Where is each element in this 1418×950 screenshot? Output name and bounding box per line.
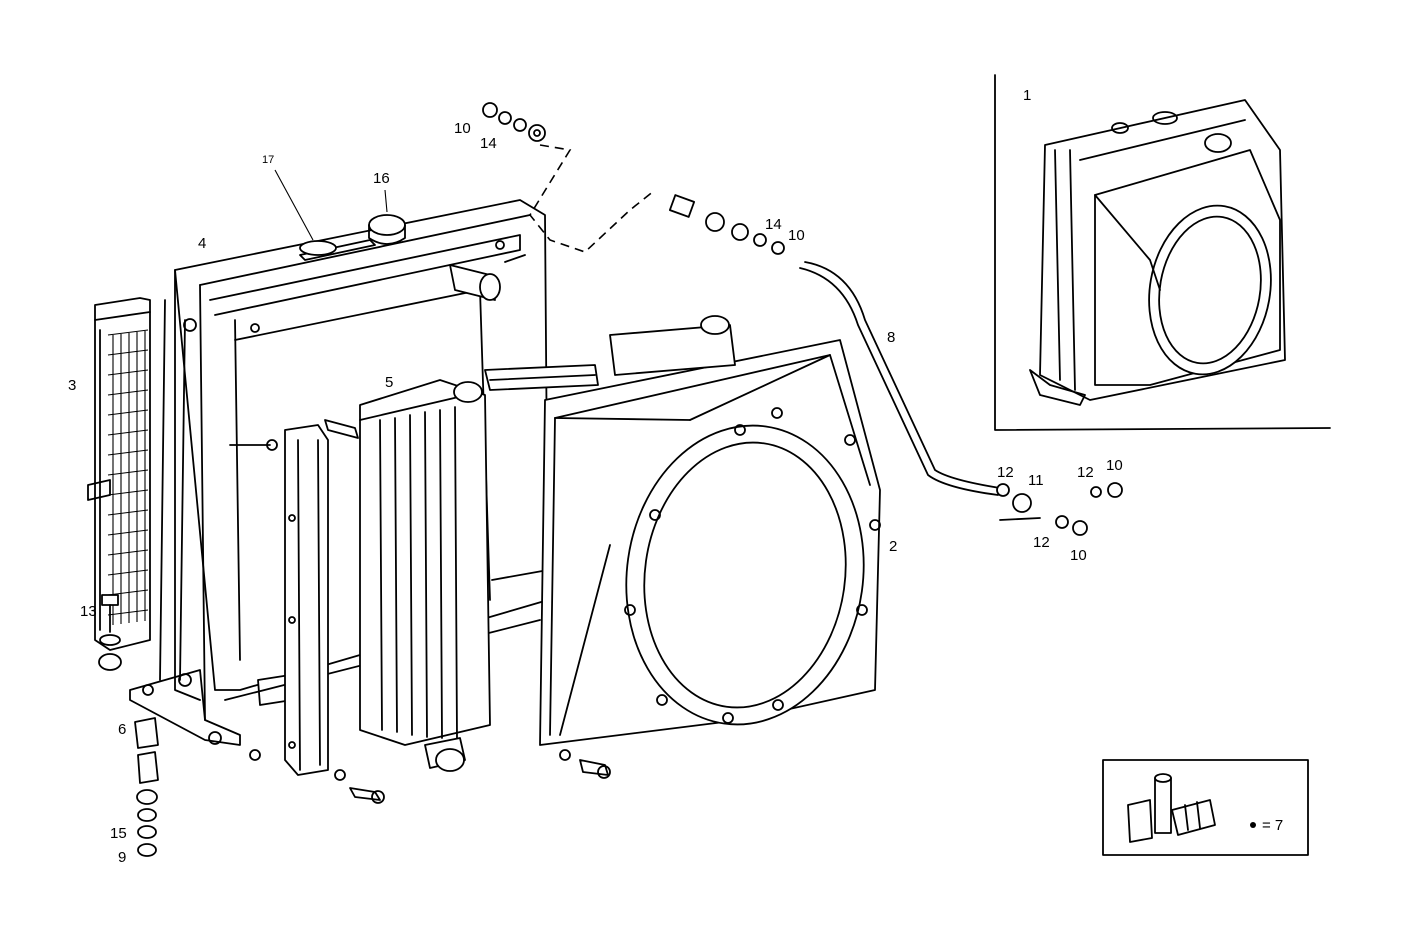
callout-12-left: 12 [997, 464, 1014, 481]
callout-10-top: 10 [454, 120, 471, 137]
hose-icon [668, 194, 1001, 496]
fitting-hardware-icon [482, 102, 1123, 536]
parts-kit-legend: = 7 [1102, 759, 1309, 856]
legend-text: = 7 [1262, 817, 1283, 834]
callout-10-hose: 10 [788, 227, 805, 244]
intercooler-icon [359, 364, 599, 772]
callout-labels: 1 2 3 4 5 6 8 9 10 10 10 10 11 12 12 12 … [68, 87, 1123, 866]
callout-1: 1 [1023, 87, 1031, 104]
callout-17: 17 [262, 154, 274, 166]
fan-shroud-icon [539, 315, 881, 779]
callout-12-right: 12 [1077, 464, 1094, 481]
callout-13: 13 [80, 603, 97, 620]
callout-2: 2 [889, 538, 897, 555]
mesh-guard-icon [87, 297, 151, 651]
callout-9: 9 [118, 849, 126, 866]
callout-14-hose: 14 [765, 216, 782, 233]
support-bracket-icon [249, 419, 385, 804]
callout-10-bottom: 10 [1070, 547, 1087, 564]
left-hardware-icon [98, 594, 159, 857]
callout-10-right: 10 [1106, 457, 1123, 474]
callout-6: 6 [118, 721, 126, 738]
assembly-view-icon [994, 74, 1331, 431]
callout-8: 8 [887, 329, 895, 346]
callout-11: 11 [1028, 472, 1044, 489]
parts-kit-icon [1127, 773, 1216, 843]
callout-14-top: 14 [480, 135, 497, 152]
kit-bullet-icon [1250, 822, 1256, 828]
callout-15: 15 [110, 825, 127, 842]
callout-5: 5 [385, 374, 393, 391]
leader-lines [274, 169, 388, 241]
callout-16: 16 [373, 170, 390, 187]
callout-3: 3 [68, 377, 76, 394]
callout-4: 4 [198, 235, 206, 252]
callout-12-bottom: 12 [1033, 534, 1050, 551]
dashed-routing-line [529, 144, 656, 253]
